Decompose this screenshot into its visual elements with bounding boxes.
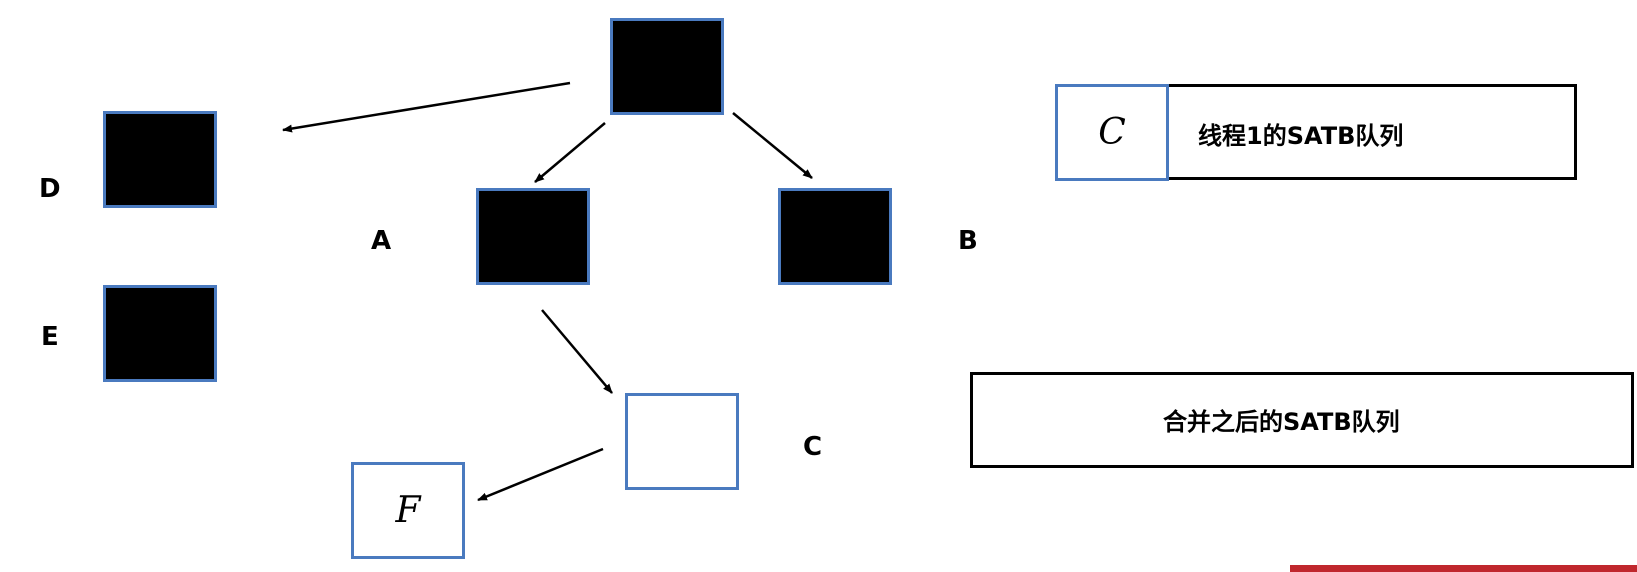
node-c-label: C <box>803 432 823 462</box>
node-e-label: E <box>41 322 59 352</box>
arrow-c-to-f <box>477 447 604 502</box>
root-node <box>610 18 724 115</box>
node-a <box>476 188 590 285</box>
node-a-label: A <box>371 226 392 256</box>
node-f-text: F <box>395 490 421 531</box>
node-d <box>103 111 217 208</box>
thread1-queue-cell: C <box>1055 84 1169 181</box>
node-c <box>625 393 739 490</box>
corner-banner <box>1290 565 1637 572</box>
merged-queue-title: 合并之后的SATB队列 <box>1163 408 1400 436</box>
arrow-root-to-a <box>534 122 606 183</box>
node-b-label: B <box>958 226 978 256</box>
thread1-queue-title: 线程1的SATB队列 <box>1198 122 1404 150</box>
thread1-queue-cell-text: C <box>1098 112 1126 153</box>
arrow-a-to-c <box>541 309 613 394</box>
node-e <box>103 285 217 382</box>
node-d-label: D <box>39 174 61 204</box>
node-f: F <box>351 462 465 559</box>
merged-satb-queue <box>970 372 1634 468</box>
arrow-root-to-d <box>282 81 571 133</box>
arrow-root-to-b <box>732 112 813 179</box>
node-b <box>778 188 892 285</box>
